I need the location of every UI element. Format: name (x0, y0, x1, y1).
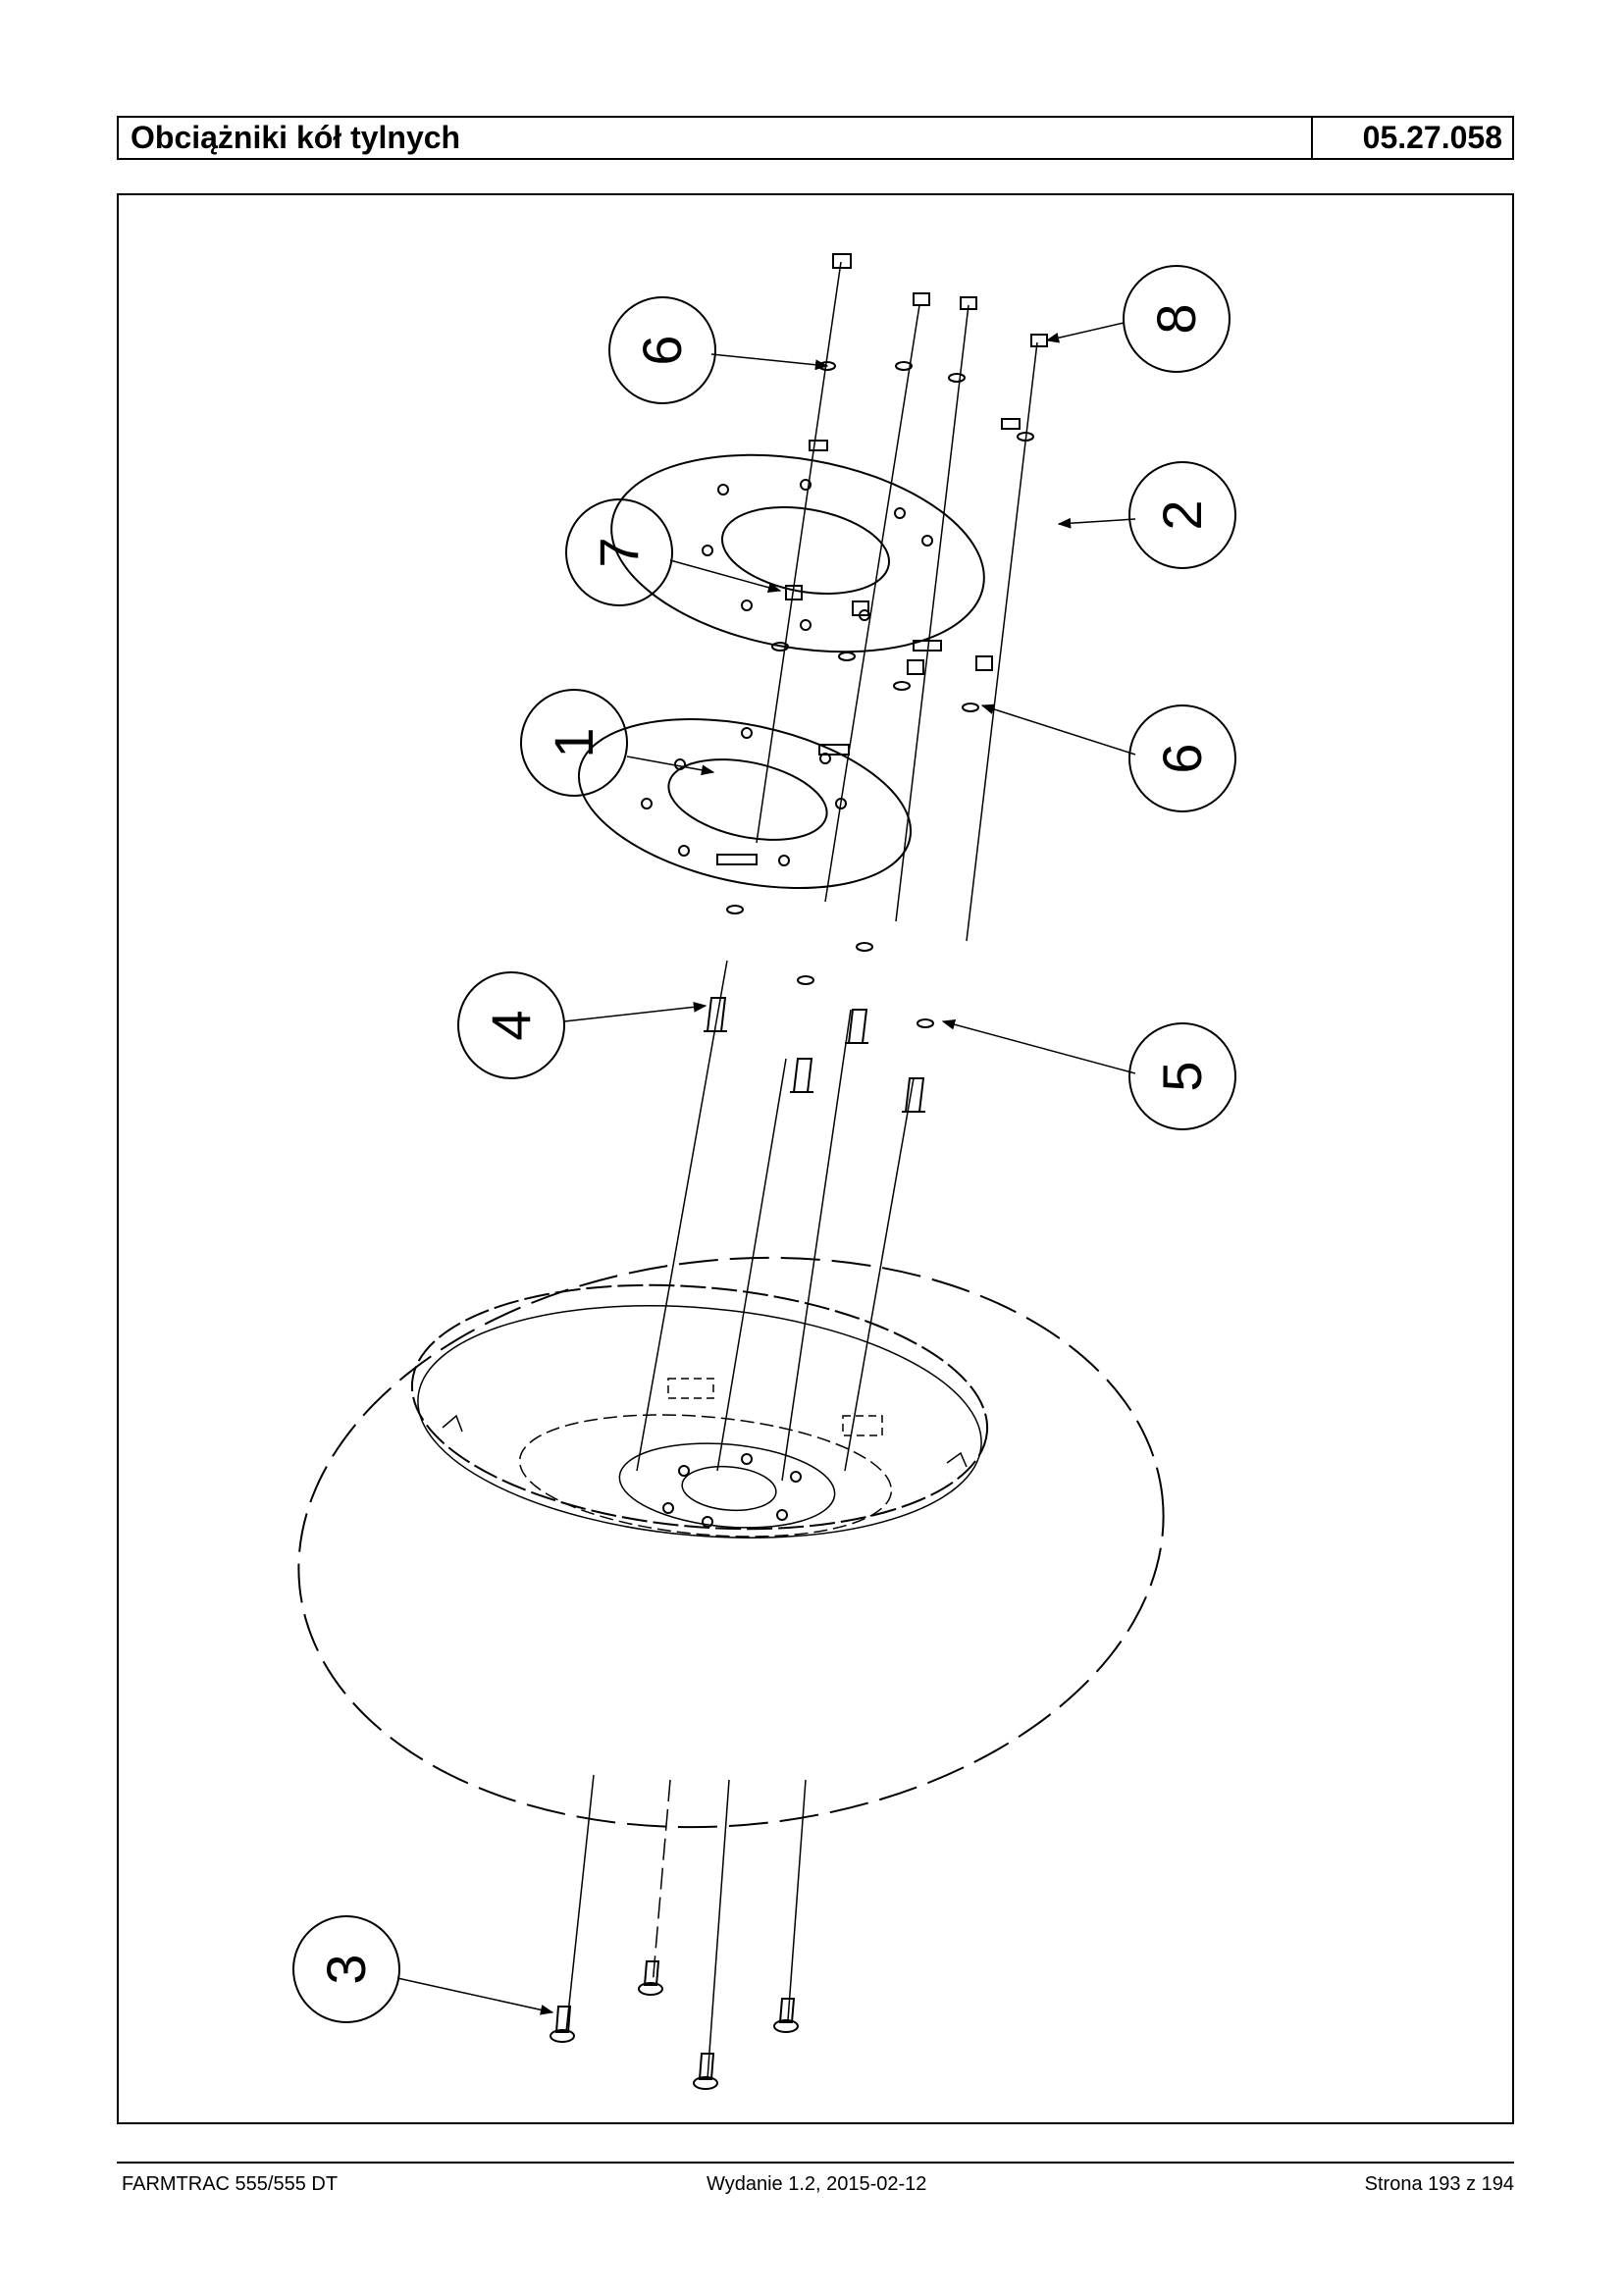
diagram-frame: 6 8 2 7 1 6 4 5 3 (117, 193, 1514, 2124)
callout-5: 5 (1151, 1061, 1213, 1091)
bolts-4 (704, 997, 925, 1113)
leader-lines (396, 322, 1136, 2015)
callout-1: 1 (543, 727, 604, 757)
exploded-assembly-diagram: 6 8 2 7 1 6 4 5 3 (292, 253, 1236, 2090)
callout-6-mid: 6 (1151, 743, 1213, 773)
callout-2: 2 (1151, 499, 1213, 530)
callout-circles (292, 265, 1236, 2023)
footer-edition: Wydanie 1.2, 2015-02-12 (707, 2173, 927, 2195)
part-code: 05.27.058 (1362, 120, 1502, 155)
callout-8: 8 (1145, 303, 1207, 334)
footer-page-number: Strona 193 z 194 (1364, 2173, 1514, 2195)
callout-3: 3 (315, 1954, 377, 1984)
axis-lines (565, 261, 1038, 2080)
bolts-3 (550, 1960, 799, 2090)
footer-rule (117, 2162, 1514, 2164)
callout-7: 7 (588, 537, 650, 567)
page-header: Obciążniki kół tylnych 05.27.058 (117, 116, 1514, 160)
page-title: Obciążniki kół tylnych (119, 118, 1313, 158)
callout-4: 4 (480, 1010, 542, 1040)
nuts-and-washers (726, 253, 1048, 1028)
footer-model: FARMTRAC 555/555 DT (122, 2173, 339, 2195)
callout-6-top: 6 (631, 335, 693, 365)
weight-2 (610, 418, 1021, 653)
wheel-rim (410, 1283, 989, 1539)
weight-1 (577, 717, 913, 890)
tyre-outline (297, 1256, 1165, 1829)
